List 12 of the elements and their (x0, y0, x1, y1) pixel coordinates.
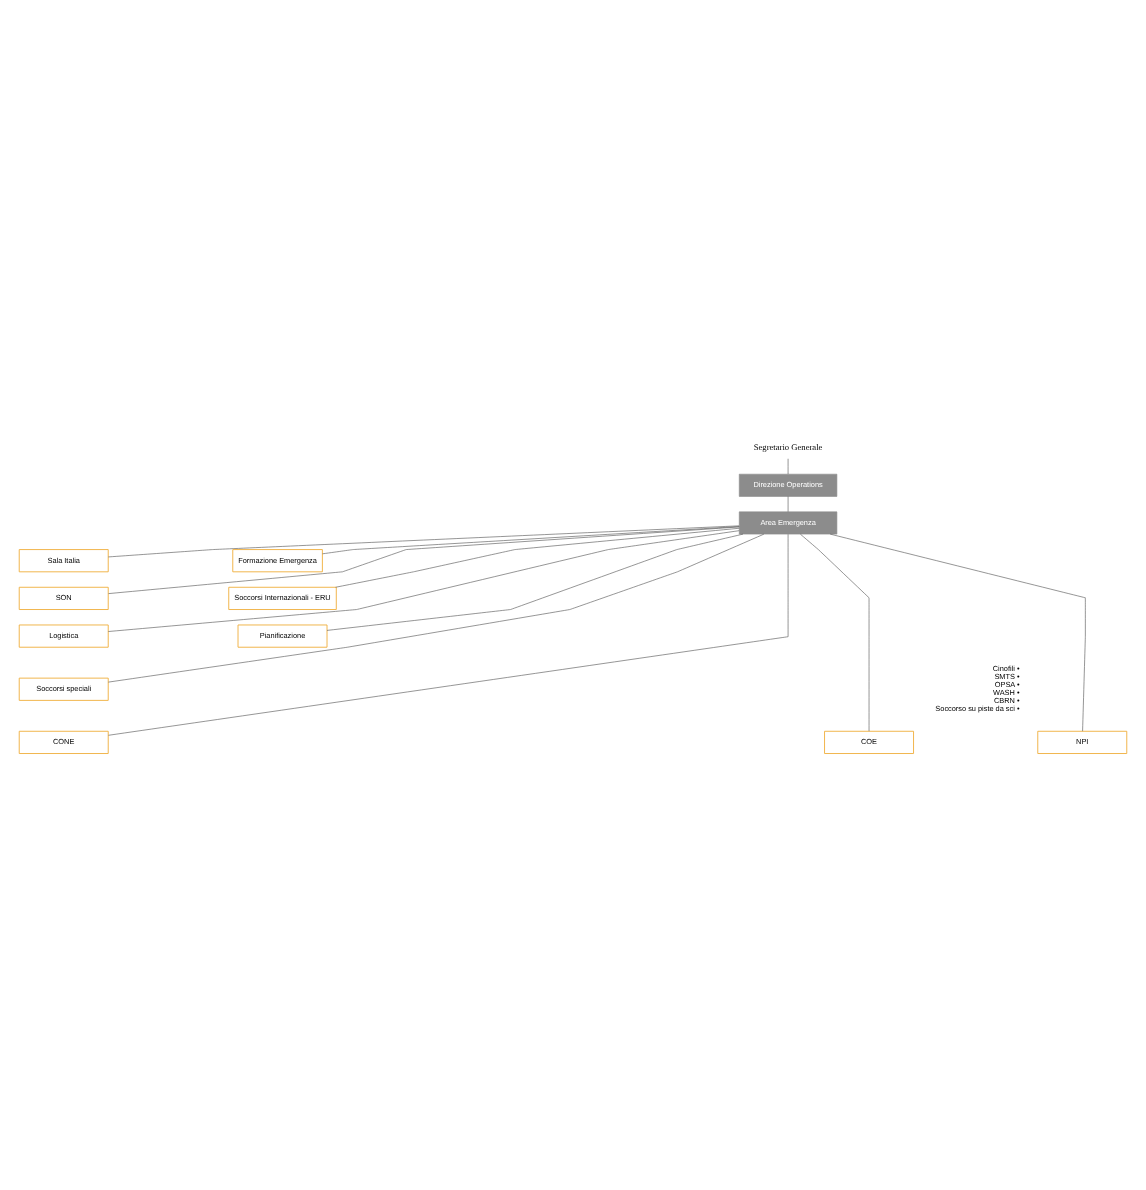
connector (108, 526, 740, 594)
connector (829, 533, 1086, 732)
connector (800, 533, 870, 732)
connector (322, 526, 740, 555)
connector (108, 533, 789, 736)
connector (108, 525, 740, 558)
connector (335, 527, 740, 588)
connector (787, 458, 789, 475)
connector (108, 533, 765, 683)
connector (108, 530, 740, 632)
connector (326, 533, 744, 631)
connector (787, 496, 789, 513)
